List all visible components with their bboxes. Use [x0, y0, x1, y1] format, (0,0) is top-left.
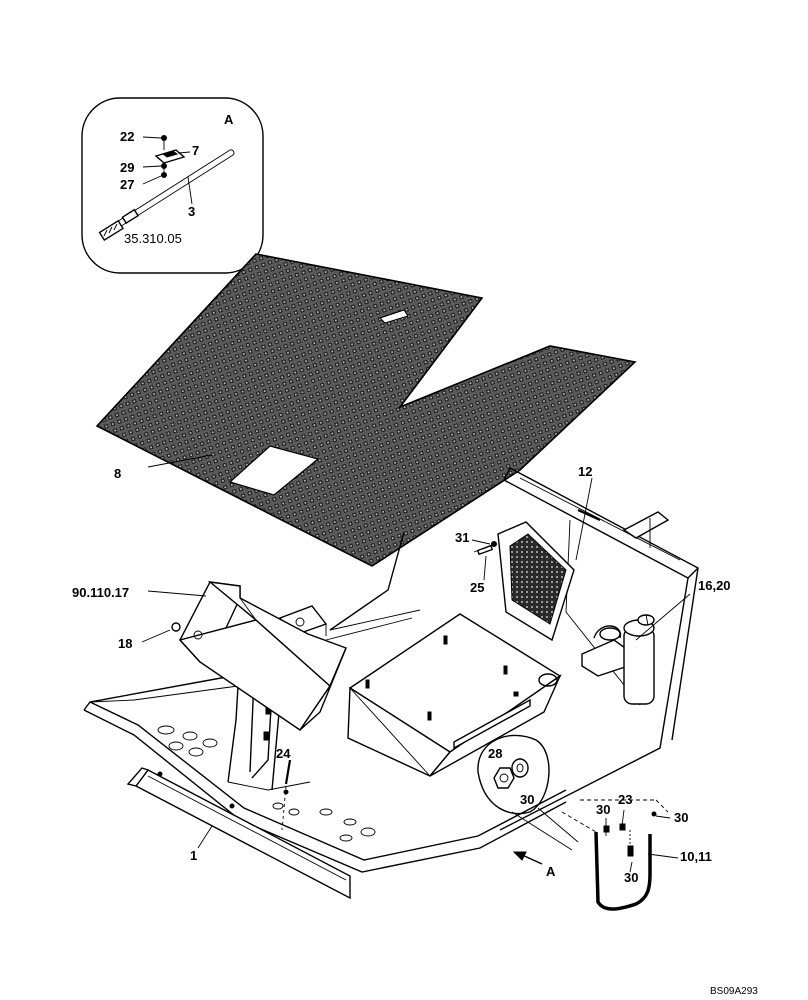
callout-28: 28 — [488, 746, 502, 761]
detail-bubble-28-30: 28 30 — [477, 734, 579, 851]
callout-31: 31 — [455, 530, 469, 545]
console-90-110-17: 90.110.17 18 — [72, 580, 347, 791]
callout-22: 22 — [120, 129, 134, 144]
view-arrow-a: A — [512, 851, 556, 879]
floor-hole — [360, 827, 376, 837]
seat-base-box — [347, 613, 562, 777]
pin-24: 24 — [276, 746, 291, 831]
detail-a-inset: A 22 7 29 27 3 — [81, 97, 264, 274]
callout-23: 23 — [618, 792, 632, 807]
screw-31-25: 31 25 — [455, 530, 497, 595]
floor-hole — [272, 802, 284, 810]
floor-hole — [202, 738, 218, 748]
callout-24: 24 — [276, 746, 291, 761]
callout-30-bubble: 30 — [520, 792, 534, 807]
callout-8: 8 — [114, 466, 121, 481]
clip-assembly — [154, 135, 186, 178]
floor-hole — [339, 834, 353, 842]
callout-18: 18 — [118, 636, 132, 651]
callout-3: 3 — [188, 204, 195, 219]
floor-mat-part-8: 8 — [95, 253, 637, 567]
callout-30-bottom: 30 — [624, 870, 638, 885]
callout-25: 25 — [470, 580, 484, 595]
rod-part-3 — [98, 149, 235, 242]
step-bracket-10-11: 30 23 30 30 10,11 — [561, 792, 712, 911]
detail-a-letter: A — [224, 112, 234, 127]
floor-hole — [157, 725, 175, 735]
floor-hole — [182, 731, 198, 741]
callout-12: 12 — [578, 464, 592, 479]
callout-16-20: 16,20 — [698, 578, 731, 593]
platform-frame — [83, 467, 699, 873]
callout-90-110-17: 90.110.17 — [72, 585, 129, 600]
floor-hole — [188, 747, 204, 757]
callout-27: 27 — [120, 177, 134, 192]
callout-10-11: 10,11 — [680, 849, 712, 864]
canister-bracket-16-20: 16,20 — [581, 578, 731, 705]
drawing-id: BS09A293 — [710, 986, 758, 997]
callout-1: 1 — [190, 848, 197, 863]
floor-hole — [343, 818, 357, 826]
callout-29: 29 — [120, 160, 134, 175]
arrow-a-letter: A — [546, 864, 556, 879]
step-rail-part-1: 1 — [126, 767, 351, 900]
floor-hole — [168, 741, 184, 751]
floor-hole — [319, 808, 333, 816]
detail-a-ref-code: 35.310.05 — [124, 231, 182, 246]
callout-30-right: 30 — [674, 810, 688, 825]
callout-30-left: 30 — [596, 802, 610, 817]
callout-7: 7 — [192, 143, 199, 158]
grille-panel-part-12: 12 — [497, 464, 592, 642]
floor-hole — [288, 808, 300, 816]
